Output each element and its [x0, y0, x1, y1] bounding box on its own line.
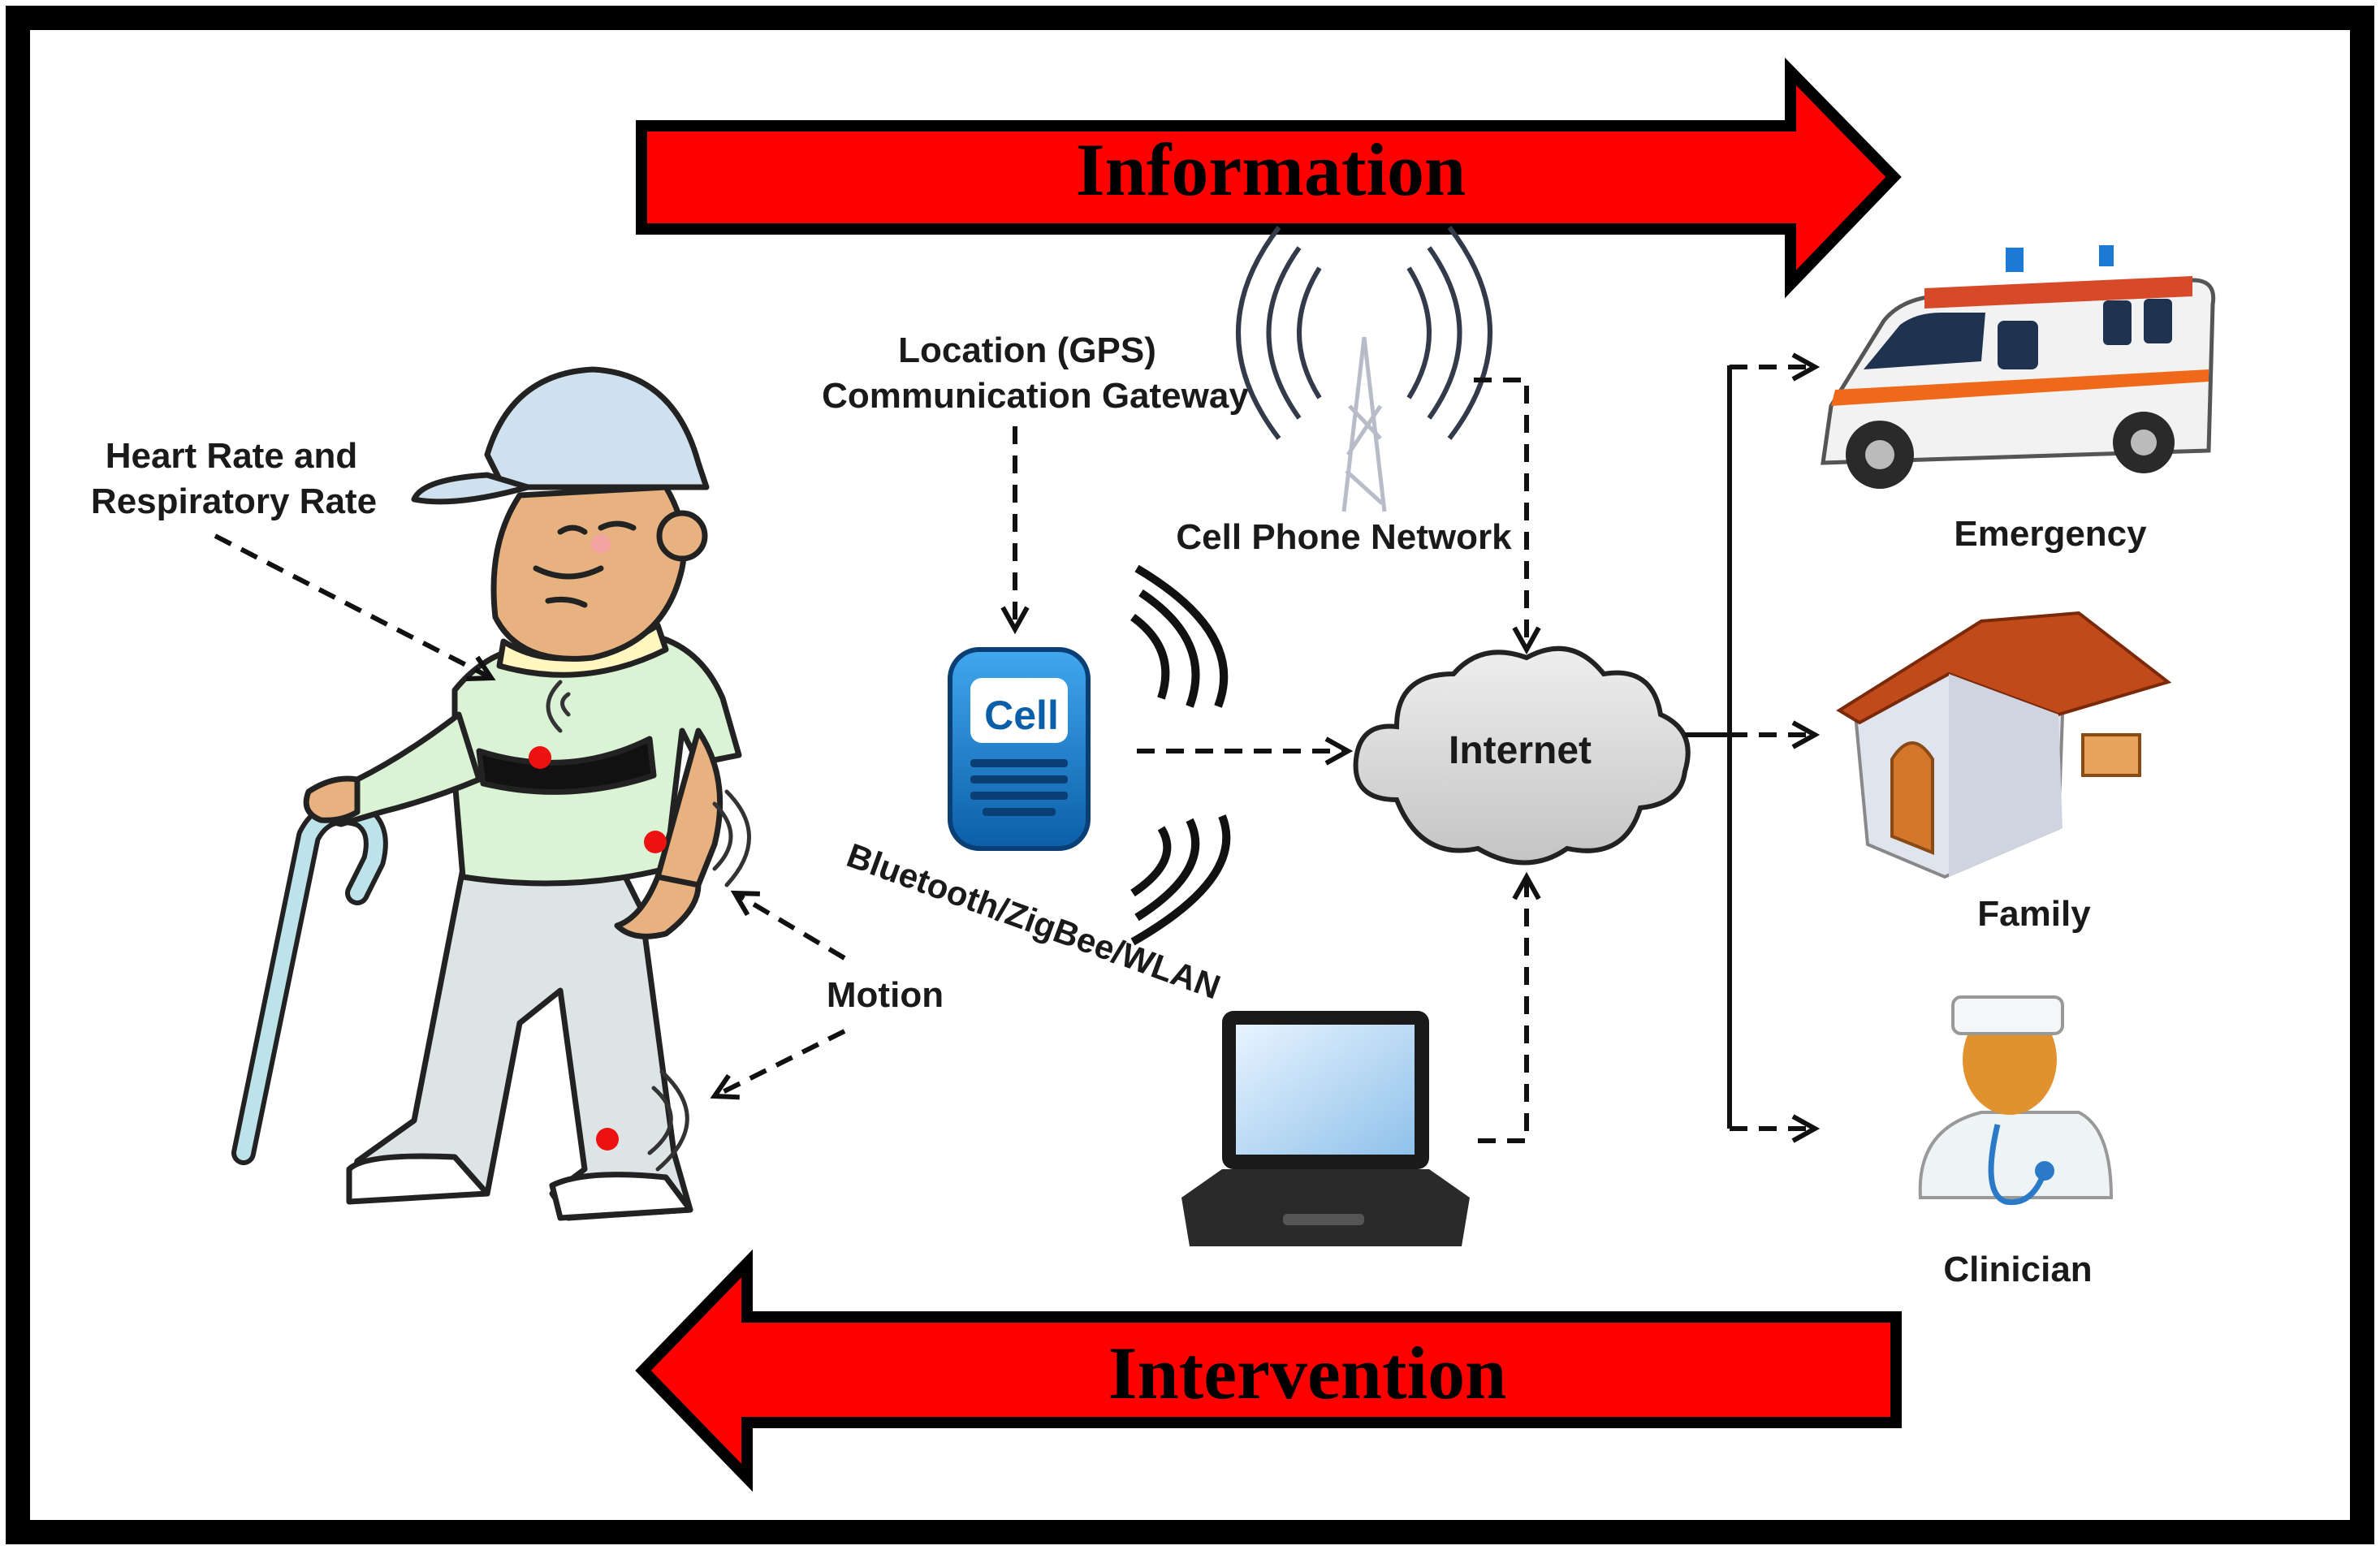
cell-tower-icon: [1236, 226, 1492, 512]
intervention-arrow-label: Intervention: [1108, 1332, 1507, 1414]
cell-screen-label: Cell: [984, 693, 1059, 738]
cell-phone-icon: Cell: [948, 647, 1091, 851]
laptop-to-internet-arrow: [1478, 877, 1527, 1143]
motion-arrow-lower: [715, 1029, 846, 1096]
family-label: Family: [1977, 894, 2091, 934]
wrist-sensor-dot: [644, 831, 667, 853]
ankle-sensor-dot: [596, 1128, 619, 1151]
cell-phone-network-label: Cell Phone Network: [1176, 517, 1512, 557]
tower-to-internet-arrow: [1474, 378, 1527, 650]
location-label-line1: Location (GPS): [898, 330, 1156, 370]
house-icon: [1836, 611, 2172, 879]
laptop-icon: [1181, 1011, 1470, 1246]
clinician-icon: [1918, 995, 2114, 1206]
phone-wireless-waves: [1130, 564, 1231, 946]
emergency-label: Emergency: [1954, 514, 2147, 554]
information-arrow: Information: [636, 57, 1902, 299]
information-arrow-label: Information: [1076, 128, 1466, 211]
heart-rate-label-line2: Respiratory Rate: [91, 481, 377, 521]
clinician-label: Clinician: [1943, 1250, 2092, 1289]
heart-rate-label-line1: Heart Rate and: [106, 436, 358, 476]
internet-label: Internet: [1449, 729, 1592, 772]
ambulance-icon: [1821, 245, 2216, 489]
motion-arrow-upper: [735, 893, 846, 961]
intervention-arrow: Intervention: [635, 1249, 1902, 1492]
motion-label: Motion: [827, 975, 944, 1015]
cloud-icon: Internet: [1353, 645, 1691, 866]
chest-sensor-dot: [529, 746, 551, 769]
location-label-line2: Communication Gateway: [822, 376, 1249, 416]
heart-rate-arrow: [214, 533, 491, 678]
